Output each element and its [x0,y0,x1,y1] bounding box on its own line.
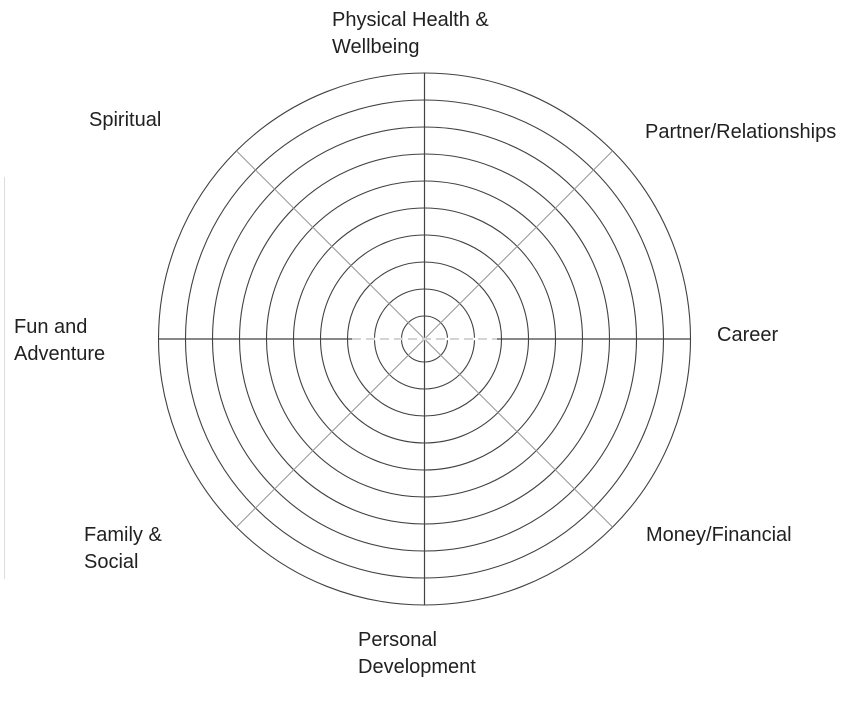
label-line: Money/Financial [646,524,792,546]
page-edge-line [4,177,5,579]
label-line: Wellbeing [332,36,420,58]
label-line: Career [717,324,779,346]
label-line: Family & [84,524,162,546]
label-line: Fun and [14,316,88,338]
label-fun-adventure: Fun and Adventure [14,314,105,368]
label-personal-development: Personal Development [358,627,476,681]
label-money-financial: Money/Financial [646,522,792,549]
label-line: Personal [358,629,437,651]
label-line: Spiritual [89,109,162,131]
label-line: Social [84,551,139,573]
label-physical-health-wellbeing: Physical Health & Wellbeing [332,7,489,61]
label-line: Physical Health & [332,9,489,31]
label-family-social: Family & Social [84,522,162,576]
label-line: Partner/Relationships [645,121,837,143]
label-line: Development [358,656,476,678]
label-line: Adventure [14,343,106,365]
label-spiritual: Spiritual [89,107,161,134]
label-career: Career [717,322,778,349]
label-partner-relationships: Partner/Relationships [645,119,836,146]
